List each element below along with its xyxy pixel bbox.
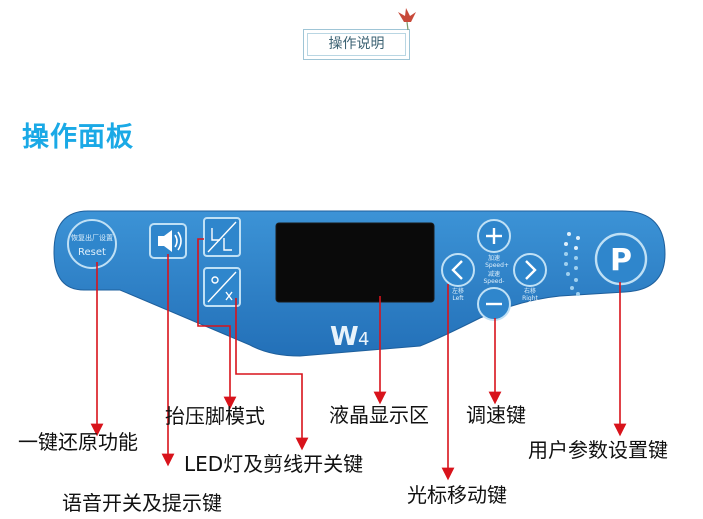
speed-down-cn: 减速 [488,270,500,278]
label-user-param: 用户参数设置键 [528,438,668,462]
label-cursor: 光标移动键 [407,483,507,507]
lcd-display [275,222,435,303]
leader-presser-foot [197,238,237,410]
led-cut-icon [207,271,237,303]
header-tab-frame [307,33,406,56]
presser-foot-button[interactable] [203,217,241,257]
speed-up-cn: 加速 [488,254,500,262]
plus-icon [486,228,502,244]
right-cn: 右移 [524,287,536,295]
label-reset: 一键还原功能 [18,430,138,454]
label-led-cut: LED灯及剪线开关键 [184,452,364,476]
speed-up-button[interactable] [477,219,511,253]
header-tab-label: 操作说明 [328,36,385,52]
speed-down-en: Speed- [484,278,505,285]
speed-up-en: Speed+ [485,262,509,269]
model-number: 4 [358,329,369,350]
chevron-right-icon [525,260,537,280]
label-voice: 语音开关及提示键 [62,491,222,515]
label-lcd: 液晶显示区 [329,403,429,427]
chevron-left-icon [451,260,463,280]
user-param-button[interactable]: P [594,232,648,286]
reset-button[interactable]: 恢复出厂设置 Reset [67,219,117,269]
header-tab[interactable] [303,29,410,60]
cursor-left-button[interactable] [441,253,475,287]
cursor-right-button[interactable] [513,253,547,287]
left-cn: 左移 [452,287,464,295]
speaker-icon [158,230,182,252]
speed-down-button[interactable] [477,287,511,321]
led-cut-button[interactable] [203,267,241,307]
reset-caption-top: 恢复出厂设置 [71,233,113,242]
left-en: Left [452,295,464,302]
presser-foot-icon [207,221,237,253]
indicator-dots [564,232,580,296]
voice-button[interactable] [149,223,187,259]
label-speed: 调速键 [466,403,526,427]
model-letter: W [330,322,359,352]
reset-caption-bottom: Reset [78,247,106,258]
leader-led-cut [235,298,309,451]
page-title: 操作面板 [22,122,134,153]
user-key-letter: P [610,243,632,278]
label-presser-foot: 抬压脚模式 [165,404,265,428]
right-en: Right [522,295,538,302]
